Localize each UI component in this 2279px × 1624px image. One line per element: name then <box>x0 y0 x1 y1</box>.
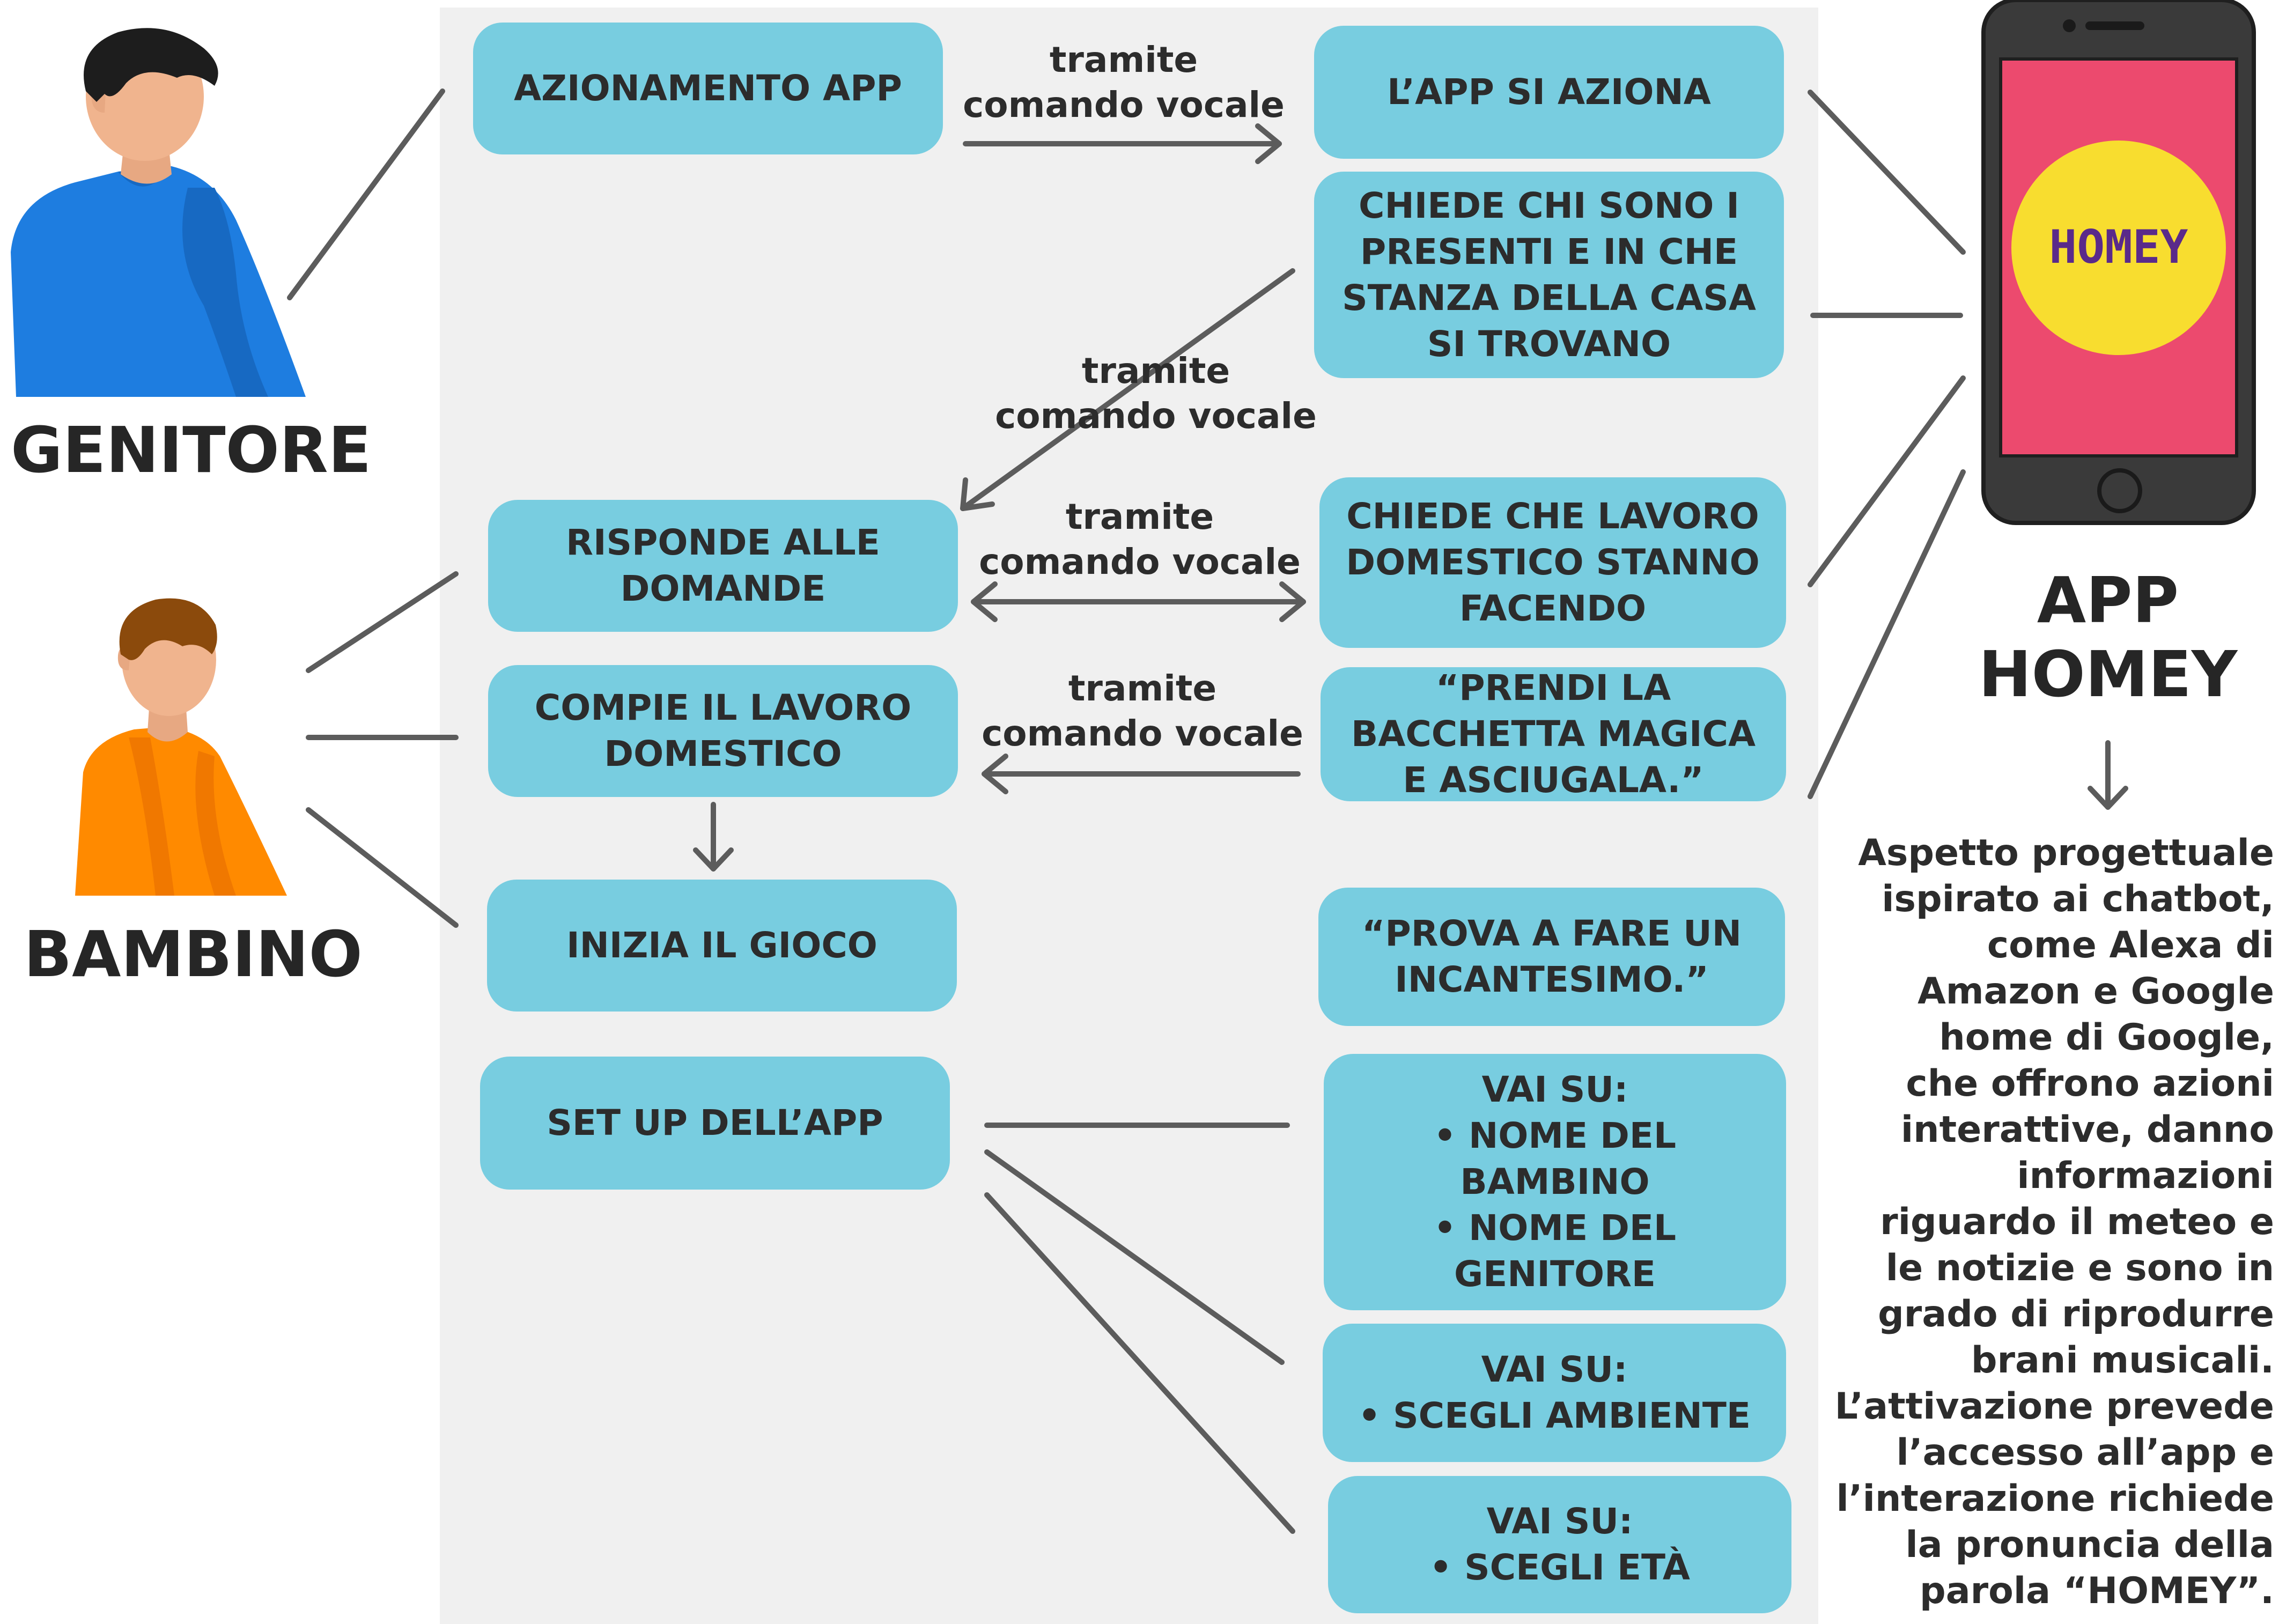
setup-line-age <box>984 1192 1295 1534</box>
box-do-chore: COMPIE IL LAVORO DOMESTICO <box>488 665 958 797</box>
child-figure <box>75 598 287 896</box>
box-app-setup: SET UP DELL’APP <box>480 1057 950 1190</box>
description-text: Aspetto progettuale ispirato ai chatbot,… <box>1834 832 2274 1612</box>
home-button <box>2097 468 2142 513</box>
box-start-game: INIZIA IL GIOCO <box>487 880 957 1012</box>
arrow-asks-who <box>960 268 1295 511</box>
box-activate-app: AZIONAMENTO APP <box>473 23 943 154</box>
parent-link-line <box>287 88 445 300</box>
label-voice-command-1: tramite comando vocale <box>963 39 1285 126</box>
parent-figure <box>11 28 306 397</box>
box-age: VAI SU: • SCEGLI ETÀ <box>1328 1476 1791 1613</box>
box-asks-who: CHIEDE CHI SONO I PRESENTI E IN CHE STAN… <box>1314 172 1784 378</box>
box-wand: “PRENDI LA BACCHETTA MAGICA E ASCIUGALA.… <box>1321 667 1786 801</box>
app-label: APP HOMEY <box>1978 563 2238 711</box>
child-shirt <box>75 727 287 896</box>
homey-logo <box>2011 141 2226 355</box>
child-link-line-answer <box>306 571 459 673</box>
child-link-line-game <box>306 807 459 928</box>
box-answer-questions: RISPONDE ALLE DOMANDE <box>488 500 958 632</box>
phone-illustration: HOMEY <box>1981 0 2256 525</box>
box-environment: VAI SU: • SCEGLI AMBIENTE <box>1323 1324 1786 1462</box>
phone-link-line-1 <box>1808 90 1966 255</box>
child-label: BAMBINO <box>24 917 363 991</box>
parent-label: GENITORE <box>11 413 372 487</box>
box-names: VAI SU: • NOME DEL BAMBINO • NOME DEL GE… <box>1324 1054 1786 1310</box>
box-spell: “PROVA A FARE UN INCANTESIMO.” <box>1318 888 1785 1026</box>
phone-link-line-4 <box>1808 469 1966 799</box>
child-hair <box>119 598 217 660</box>
phone-link-line-3 <box>1808 375 1966 587</box>
label-voice-command-2: tramite comando vocale <box>995 350 1317 437</box>
setup-line-environment <box>984 1149 1285 1365</box>
box-app-starts: L’APP SI AZIONA <box>1314 26 1784 159</box>
box-asks-chore: CHIEDE CHE LAVORO DOMESTICO STANNO FACEN… <box>1319 477 1786 648</box>
parent-hair <box>84 28 218 102</box>
parent-shirt <box>11 166 306 397</box>
homey-logo-text: HOMEY <box>2049 220 2188 274</box>
label-voice-command-4: tramite comando vocale <box>982 668 1303 754</box>
label-voice-command-3: tramite comando vocale <box>979 496 1301 582</box>
